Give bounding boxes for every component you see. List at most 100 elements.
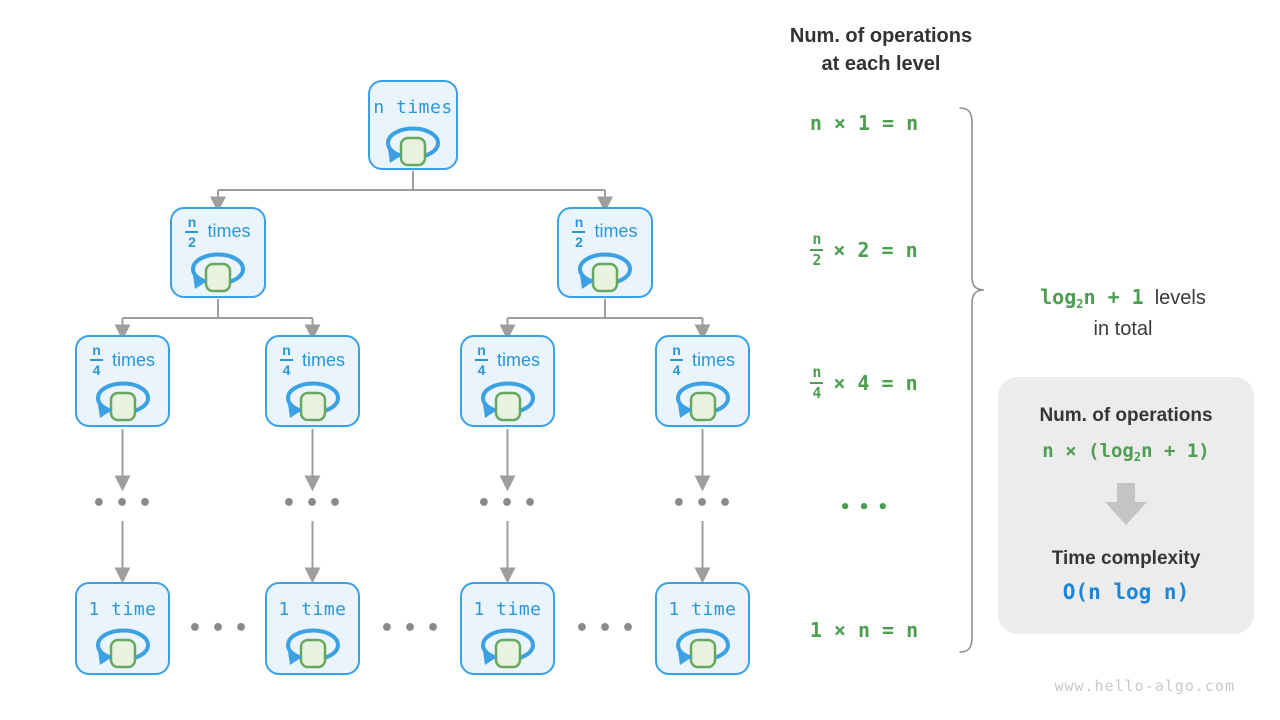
connector-level2-left-to-level3	[122, 299, 313, 319]
column-header-line2: at each level	[821, 53, 941, 75]
fraction: n 4	[89, 342, 103, 378]
formula-rest: × 2 = n	[833, 238, 918, 262]
fraction-denominator: 2	[575, 233, 583, 250]
column-header: Num. of operations at each level	[746, 22, 1016, 78]
fraction-bar	[279, 359, 293, 361]
node-label: n 4 times	[474, 342, 540, 378]
fraction-bar	[669, 359, 683, 361]
node-label-suffix: times	[496, 349, 540, 370]
loop-arrow-icon	[95, 381, 150, 422]
loop-arrow-icon	[386, 126, 440, 167]
fraction-denominator: 2	[812, 251, 822, 269]
tree-node-leaf-3: 1 time	[460, 582, 555, 675]
levels-formula: log2n + 1	[1040, 285, 1144, 311]
node-label-suffix: times	[594, 221, 638, 241]
fraction: n 4	[669, 342, 683, 378]
fraction-numerator: n	[574, 213, 584, 230]
tree-node-quarter-3: n 4 times	[460, 335, 555, 427]
summary-title: Num. of operations	[1039, 405, 1213, 426]
tree-node-quarter-4: n 4 times	[655, 335, 750, 427]
formula-rest: × 4 = n	[833, 371, 918, 395]
fraction: n 2	[572, 213, 586, 250]
node-label-suffix: times	[691, 349, 735, 370]
formula-tail: n + 1)	[1141, 440, 1210, 462]
ellipsis-dots: •••	[671, 491, 742, 516]
ellipsis-dots: •••	[476, 491, 547, 516]
fraction-bar	[89, 359, 103, 361]
summary-result: O(n log n)	[1062, 580, 1190, 604]
fraction-bar	[810, 382, 824, 384]
loop-arrow-icon	[95, 628, 150, 669]
fraction-numerator: n	[92, 342, 101, 358]
fraction-numerator: n	[812, 230, 822, 248]
ellipsis-dots: •••	[187, 616, 258, 641]
loop-arrow-icon	[480, 628, 535, 669]
fraction: n 4	[474, 342, 488, 378]
fraction-denominator: 4	[477, 362, 486, 378]
ellipsis-dots: •••	[281, 491, 352, 516]
watermark: www.hello-algo.com	[1054, 677, 1235, 695]
fraction-bar	[474, 359, 488, 361]
node-label: 1 time	[668, 594, 736, 624]
tree-node-half-left: n 2 times	[170, 207, 266, 298]
brace-label-line2: in total	[1093, 318, 1153, 340]
loop-arrow-icon	[285, 628, 340, 669]
fraction-denominator: 4	[672, 362, 681, 378]
fraction-denominator: 4	[812, 384, 822, 402]
log-word: log	[1040, 285, 1077, 309]
fraction-denominator: 4	[92, 362, 101, 378]
tree-node-half-right: n 2 times	[557, 207, 653, 298]
formula-tail: n + 1	[1083, 285, 1144, 309]
fraction-numerator: n	[672, 342, 681, 358]
node-label: n times	[373, 92, 452, 122]
node-label-text: 1 time	[88, 598, 157, 620]
node-label-text: n times	[373, 96, 453, 118]
fraction-bar	[810, 249, 824, 251]
loop-arrow-icon	[285, 381, 340, 422]
summary-formula: n × (log2n + 1)	[1042, 440, 1210, 464]
fraction-denominator: 4	[282, 362, 291, 378]
node-label: n 2 times	[185, 213, 251, 250]
node-label: n 2 times	[572, 213, 638, 250]
node-label-suffix: times	[207, 221, 251, 241]
level-ops-formula-4: 1 × n = n	[809, 618, 919, 642]
node-label: n 4 times	[89, 342, 155, 378]
fraction-numerator: n	[477, 342, 486, 358]
ellipsis-dots: •••	[91, 491, 162, 516]
tree-node-quarter-1: n 4 times	[75, 335, 170, 427]
node-label: n 4 times	[279, 342, 345, 378]
tree-node-leaf-2: 1 time	[265, 582, 360, 675]
connector-level2-right-to-level3	[507, 299, 703, 319]
loop-arrow-icon	[675, 381, 730, 422]
fraction-numerator: n	[187, 213, 197, 230]
summary-subtitle: Time complexity	[1051, 548, 1201, 569]
loop-arrow-icon	[675, 628, 730, 669]
levels-word: levels	[1154, 287, 1206, 309]
ellipsis-dots: •••	[379, 616, 450, 641]
loop-arrow-icon	[480, 381, 535, 422]
column-header-line1: Num. of operations	[789, 25, 973, 47]
log-subscript: 2	[1076, 297, 1084, 311]
fraction-denominator: 2	[188, 233, 196, 250]
fraction: n 2	[185, 213, 199, 250]
ellipsis-dots: •••	[574, 616, 645, 641]
level-ops-formula-3: n 4 × 4 = n	[794, 359, 934, 407]
fraction-numerator: n	[812, 363, 822, 381]
fraction-bar	[572, 230, 586, 233]
node-label-text: 1 time	[278, 598, 347, 620]
fraction: n 4	[279, 342, 293, 378]
tree-node-leaf-4: 1 time	[655, 582, 750, 675]
tree-node-leaf-1: 1 time	[75, 582, 170, 675]
node-label-suffix: times	[301, 349, 345, 370]
level-ops-formula-2: n 2 × 2 = n	[794, 226, 934, 274]
down-arrow-icon	[1105, 483, 1147, 525]
fraction-numerator: n	[282, 342, 291, 358]
node-label: 1 time	[88, 594, 156, 624]
node-label-text: 1 time	[668, 598, 737, 620]
brace-label: log2n + 1 levels in total	[1003, 283, 1243, 344]
log-subscript: 2	[1133, 450, 1142, 464]
fraction: n 4	[810, 363, 824, 402]
tree-node-quarter-2: n 4 times	[265, 335, 360, 427]
fraction-bar	[185, 230, 199, 233]
